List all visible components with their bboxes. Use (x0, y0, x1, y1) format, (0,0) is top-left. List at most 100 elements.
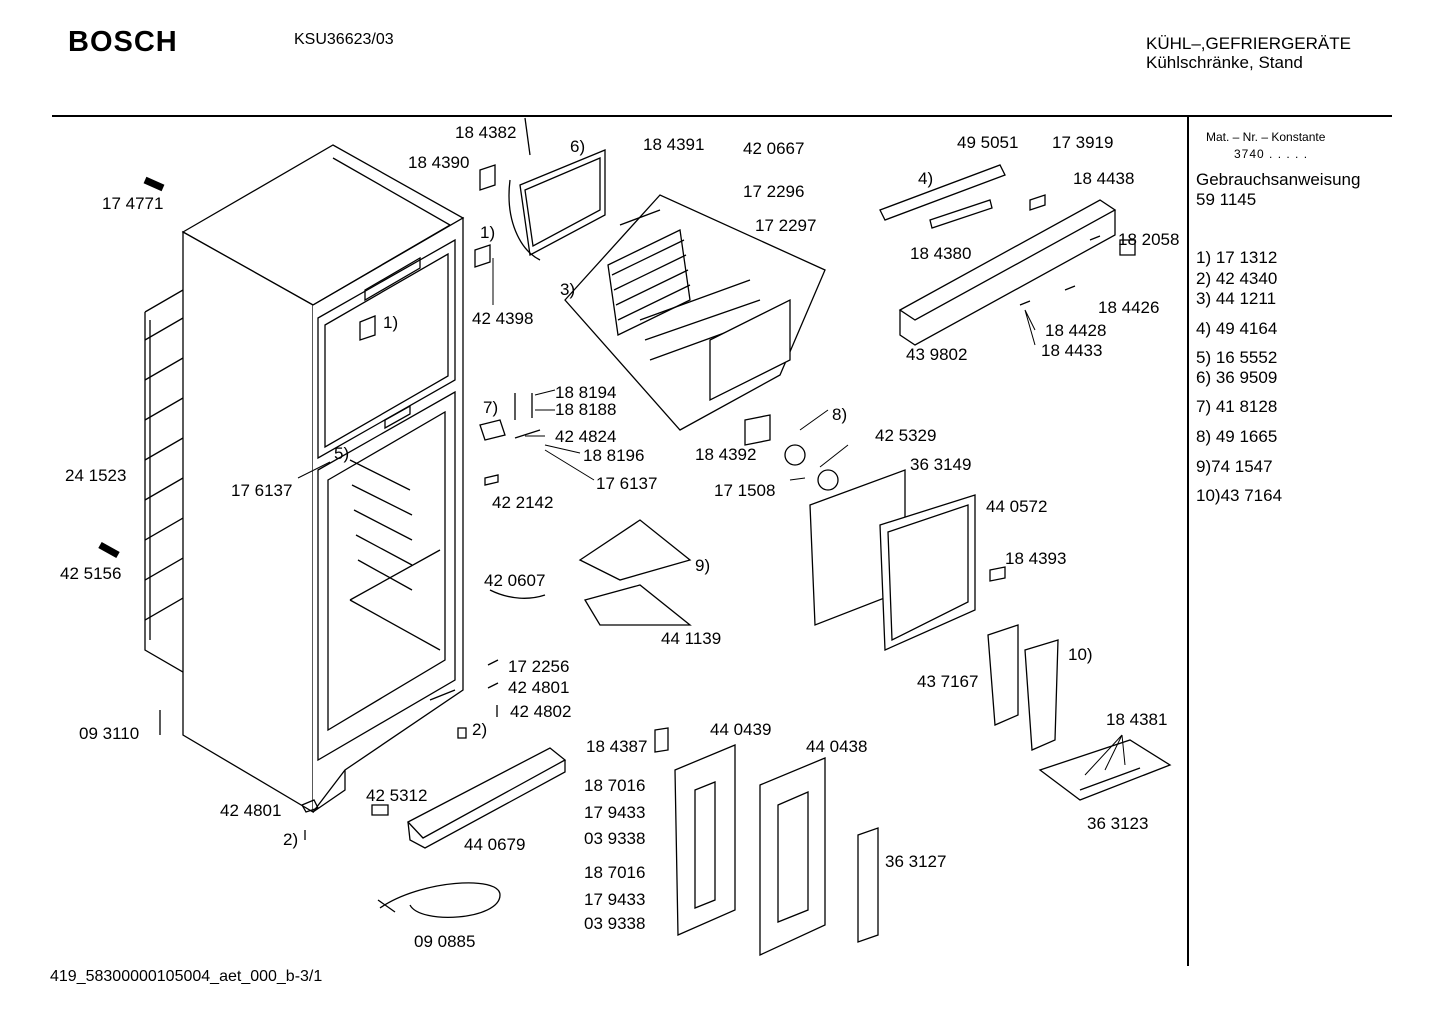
part-label: 42 0667 (743, 139, 804, 158)
part-label: 18 2058 (1118, 230, 1179, 249)
cabinet-body (181, 144, 465, 814)
part-label: 17 6137 (231, 481, 292, 500)
part-label: 36 3127 (885, 852, 946, 871)
part-label: 4) (918, 169, 933, 188)
part-label: 17 6137 (596, 474, 657, 493)
part-label: 18 4390 (408, 153, 469, 172)
part-label: 2) (283, 830, 298, 849)
ref-item: 10)43 7164 (1196, 486, 1283, 505)
small-fittings (98, 176, 541, 840)
power-cord (377, 882, 501, 918)
ref-item: 4) 49 4164 (1196, 319, 1278, 338)
part-label: 2) (472, 720, 487, 739)
part-label: 49 5051 (957, 133, 1018, 152)
manual-label: Gebrauchsanweisung (1196, 170, 1361, 189)
part-label: 42 2142 (492, 493, 553, 512)
part-label: 09 3110 (79, 724, 139, 743)
control-panel (879, 164, 1136, 346)
part-label: 18 4393 (1005, 549, 1066, 568)
part-label: 18 4392 (695, 445, 756, 464)
leader-lines (297, 258, 1126, 776)
part-label: 36 3123 (1087, 814, 1148, 833)
part-label: 18 7016 (584, 776, 645, 795)
part-label: 18 8196 (583, 446, 644, 465)
part-label: 18 4426 (1098, 298, 1159, 317)
ref-item: 5) 16 5552 (1196, 348, 1278, 367)
part-label: 42 4824 (555, 427, 616, 446)
part-label: 42 5329 (875, 426, 936, 445)
part-label: 18 4438 (1073, 169, 1134, 188)
category-title: KÜHL–,GEFRIERGERÄTE (1146, 34, 1351, 53)
part-label: 17 3919 (1052, 133, 1113, 152)
mat-nr-value: 3740 . . . . . (1234, 147, 1309, 161)
ref-item: 1) 17 1312 (1196, 248, 1278, 267)
part-label: 10) (1068, 645, 1093, 664)
category-subtitle: Kühlschränke, Stand (1146, 53, 1303, 72)
ref-item: 6) 36 9509 (1196, 368, 1278, 387)
part-label: 42 5156 (60, 564, 121, 583)
model-number: KSU36623/03 (294, 31, 394, 48)
header-divider (52, 115, 1392, 117)
part-label: 44 0439 (710, 720, 771, 739)
door-panels (654, 727, 879, 957)
part-label: 42 4801 (220, 801, 281, 820)
evaporator-coil (564, 194, 826, 431)
part-label: 43 9802 (906, 345, 967, 364)
document-code: 419_58300000105004_aet_000_b-3/1 (50, 968, 323, 985)
sidebar-divider (1187, 116, 1189, 966)
condenser (144, 289, 184, 673)
part-label: 18 4433 (1041, 341, 1102, 360)
part-label: 7) (483, 398, 498, 417)
part-label: 18 4387 (586, 737, 647, 756)
part-label: 44 1139 (661, 629, 721, 648)
part-label: 03 9338 (584, 914, 645, 933)
part-label: 24 1523 (65, 466, 126, 485)
part-label: 43 7167 (917, 672, 978, 691)
shelf-brackets (489, 519, 692, 626)
ref-item: 8) 49 1665 (1196, 427, 1278, 446)
part-labels: 18 4382 18 4390 6) 18 4391 42 0667 17 22… (60, 123, 1179, 951)
ref-item: 7) 41 8128 (1196, 397, 1278, 416)
part-label: 17 4771 (102, 194, 163, 213)
part-label: 18 4391 (643, 135, 704, 154)
top-panel (479, 117, 606, 261)
fan-assembly (744, 414, 1006, 651)
part-label: 42 4398 (472, 309, 533, 328)
part-label: 8) (832, 405, 847, 424)
part-label: 17 2256 (508, 657, 569, 676)
part-label: 18 4381 (1106, 710, 1167, 729)
part-label: 42 4801 (508, 678, 569, 697)
part-label: 18 4428 (1045, 321, 1106, 340)
part-label: 44 0572 (986, 497, 1047, 516)
mat-nr-label: Mat. – Nr. – Konstante (1206, 130, 1326, 144)
part-label: 18 8194 (555, 383, 616, 402)
ref-item: 3) 44 1211 (1196, 289, 1277, 308)
part-label: 18 8188 (555, 400, 616, 419)
part-label: 17 2296 (743, 182, 804, 201)
part-label: 9) (695, 556, 710, 575)
part-label: 3) (560, 280, 575, 299)
brand-logo: BOSCH (68, 26, 178, 58)
part-label: 44 0679 (464, 835, 525, 854)
part-label: 1) (480, 223, 495, 242)
part-label: 09 0885 (414, 932, 475, 951)
kickplate (406, 747, 567, 849)
part-label: 44 0438 (806, 737, 867, 756)
part-label: 42 5312 (366, 786, 427, 805)
part-label: 17 9433 (584, 890, 645, 909)
door-bins (987, 624, 1172, 801)
part-label: 42 4802 (510, 702, 571, 721)
part-label: 1) (383, 313, 398, 332)
part-label: 18 4380 (910, 244, 971, 263)
part-label: 18 4382 (455, 123, 516, 142)
part-label: 42 0607 (484, 571, 545, 590)
part-label: 36 3149 (910, 455, 971, 474)
part-label: 17 9433 (584, 803, 645, 822)
ref-item: 9)74 1547 (1196, 457, 1273, 476)
manual-number: 59 1145 (1196, 190, 1257, 209)
ref-item: 2) 42 4340 (1196, 269, 1278, 288)
part-label: 03 9338 (584, 829, 645, 848)
part-label: 17 2297 (755, 216, 816, 235)
part-label: 5) (334, 444, 349, 463)
